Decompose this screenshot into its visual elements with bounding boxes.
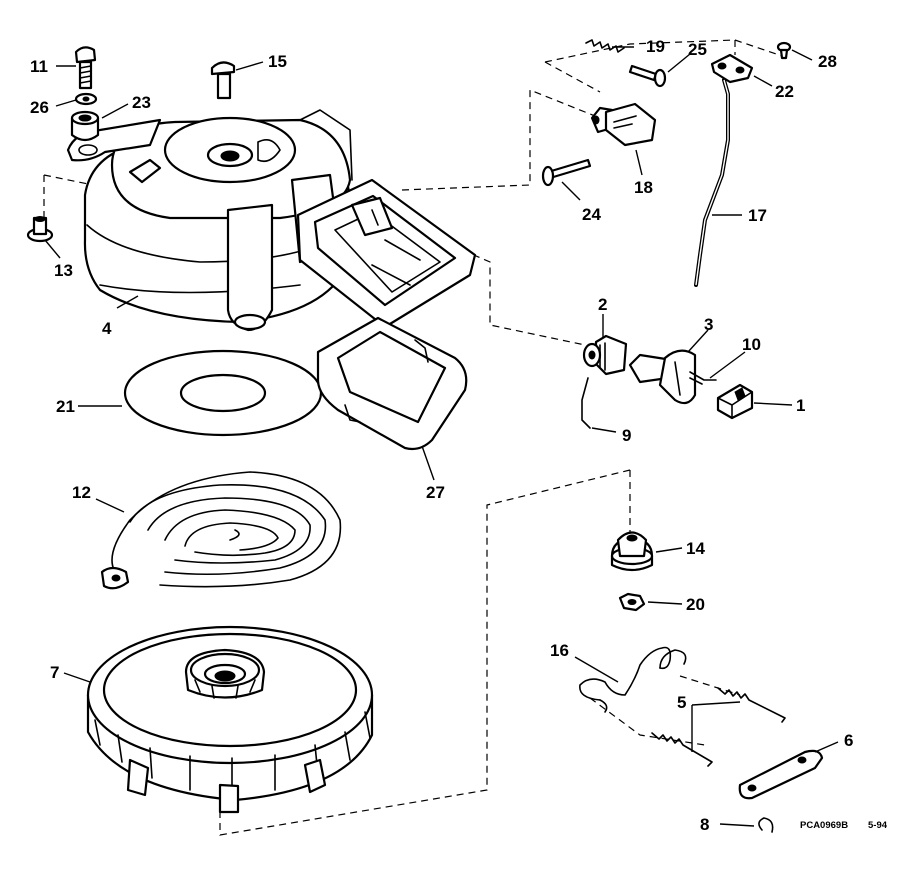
callout-9: 9 [622,426,631,445]
part-11-screw [74,46,97,90]
part-22-clamp [710,53,754,84]
part-27-seal [316,316,468,451]
part-3-handle [628,349,697,405]
part-1-anchor [716,383,754,420]
part-23-grommet [70,110,100,142]
drawing-code: PCA0969B [800,820,848,831]
part-16-spring-link [579,646,687,713]
part-13-bushing [26,216,54,243]
callout-27: 27 [426,483,445,502]
callout-23: 23 [132,93,151,112]
part-26-washer [74,92,98,106]
callout-13: 13 [54,261,73,280]
callout-labels: 11 26 23 13 4 15 19 25 28 22 18 24 17 2 … [30,37,853,834]
part-4-starter-housing [66,109,477,332]
callout-26: 26 [30,98,49,117]
part-18-lockout-plunger [590,102,657,147]
callout-21: 21 [56,397,75,416]
part-28-screw [776,41,792,60]
callout-10: 10 [742,335,761,354]
assembly-lines [43,39,783,836]
part-20-nut [618,592,646,612]
callout-4: 4 [102,319,112,338]
callout-17: 17 [748,206,767,225]
callout-18: 18 [634,178,653,197]
part-25-pin [628,64,667,88]
callout-3: 3 [704,315,713,334]
part-14-hub [610,531,654,572]
callout-11: 11 [30,57,48,76]
part-12-rewind-spring [100,471,342,590]
callout-20: 20 [686,595,705,614]
part-6-pawl [738,749,824,800]
part-8-retaining-ring [758,817,774,833]
part-9-rope [581,377,591,429]
callout-12: 12 [72,483,91,502]
part-24-screw [541,158,592,187]
callout-19: 19 [646,37,665,56]
callout-14: 14 [686,539,705,558]
callout-7: 7 [50,663,59,682]
callout-5: 5 [677,693,686,712]
part-21-plate [123,349,323,437]
callout-28: 28 [818,52,837,71]
part-10-retainer [689,371,717,385]
leader-lines [44,46,839,827]
callout-22: 22 [775,82,794,101]
callout-2: 2 [598,295,607,314]
part-15-screw [210,61,236,100]
callout-8: 8 [700,815,709,834]
part-19-spring [585,39,625,53]
callout-16: 16 [550,641,569,660]
drawing-date: 5-94 [868,820,888,831]
callout-24: 24 [582,205,601,224]
callout-6: 6 [844,731,853,750]
callout-1: 1 [796,396,805,415]
callout-25: 25 [688,40,707,59]
callout-15: 15 [268,52,287,71]
part-7-pulley [86,625,374,814]
part-5-springs [651,687,786,767]
part-17-link-rod [694,78,730,287]
drawing-reference: PCA0969B 5-94 [800,820,888,831]
part-2-rope-guide [582,334,628,376]
